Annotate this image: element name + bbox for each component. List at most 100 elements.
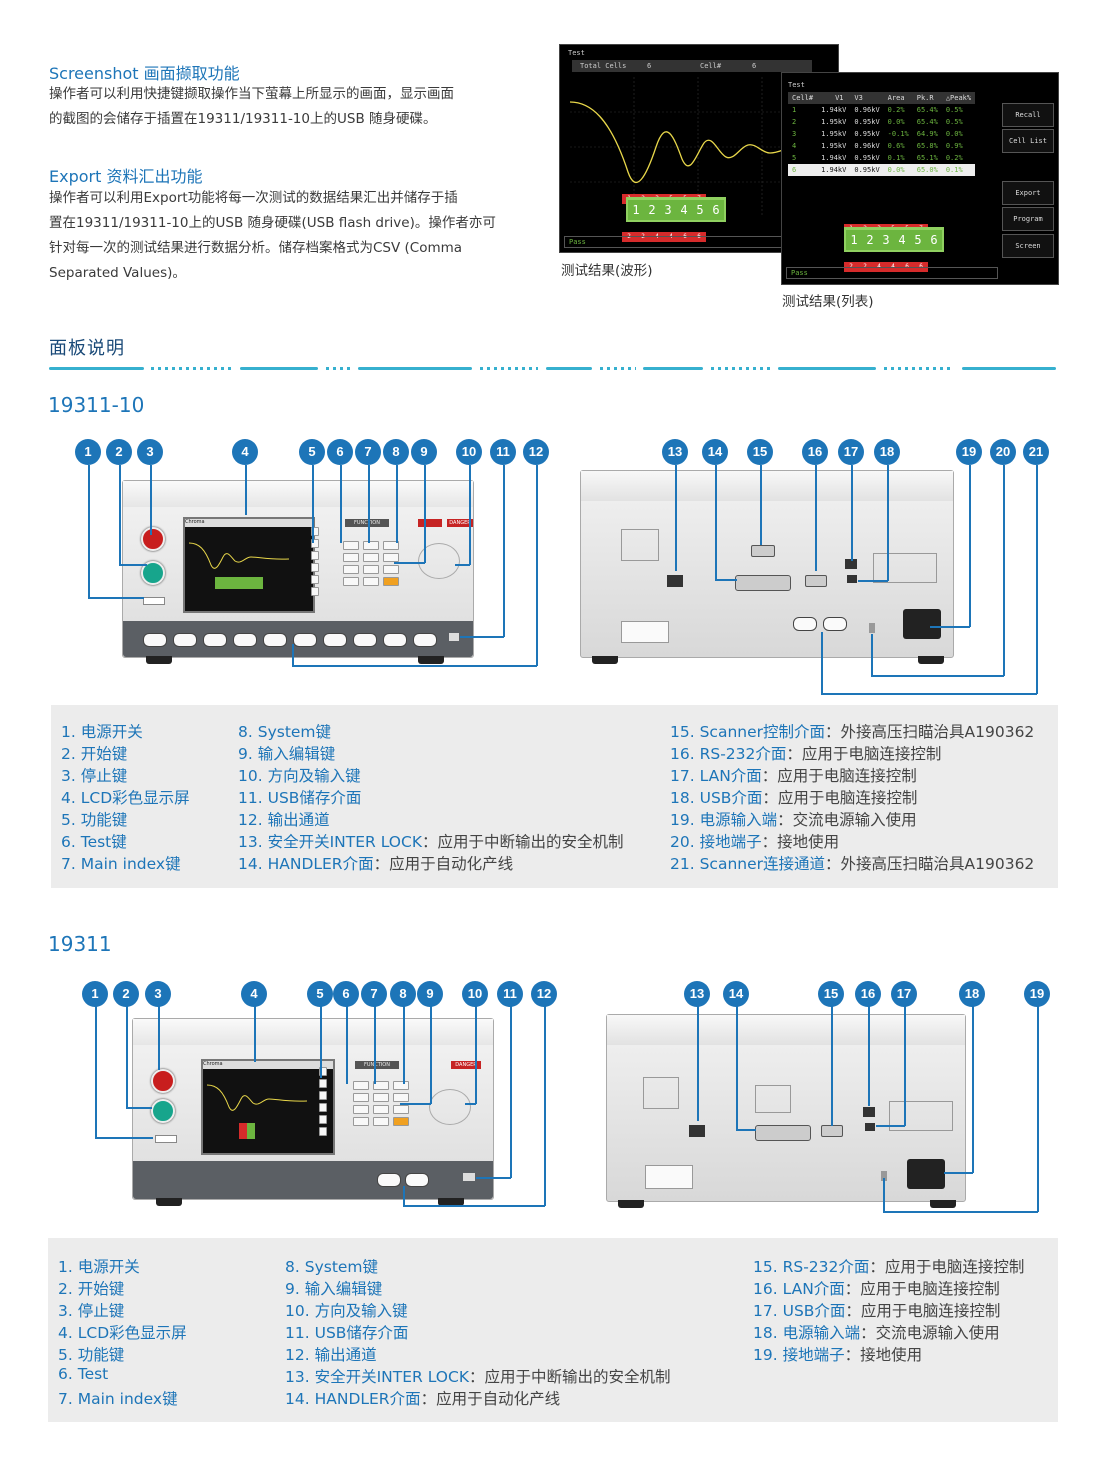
cell-number: 5 — [692, 200, 708, 220]
table-header: Cell# — [792, 94, 814, 102]
model-label — [621, 621, 669, 643]
divider-dots — [480, 367, 538, 370]
legend-item: 1. 电源开关 — [61, 723, 143, 741]
usb-port[interactable] — [449, 633, 459, 641]
screen-title: Test — [568, 49, 585, 57]
table-header: Area — [887, 94, 905, 102]
export-line: 操作者可以利用Export功能将每一次测试的数据结果汇出并储存于插 — [49, 190, 458, 206]
rs232-port[interactable] — [821, 1125, 843, 1137]
stop-button[interactable] — [151, 1069, 175, 1093]
start-button[interactable] — [151, 1099, 175, 1123]
recall-button[interactable]: Recall — [1002, 103, 1054, 127]
legend-item: 17. LAN介面：应用于电脑连接控制 — [670, 767, 917, 785]
power-inlet[interactable] — [907, 1159, 945, 1189]
cell-value: 6 — [752, 62, 757, 70]
handler-port[interactable] — [735, 575, 791, 591]
screen-button[interactable]: Screen — [1002, 234, 1054, 258]
cell-number: 5 — [910, 230, 926, 250]
callout-marker: 10 — [462, 981, 488, 1007]
legend-item: 18. USB介面：应用于电脑连接控制 — [670, 789, 918, 807]
cell-number: 4 — [676, 200, 692, 220]
callout-marker: 16 — [802, 439, 828, 465]
lan-port[interactable] — [863, 1107, 875, 1117]
callout-marker: 16 — [855, 981, 881, 1007]
table-cell: 1.95kV — [821, 130, 847, 138]
system-key[interactable] — [393, 1081, 409, 1090]
callout-marker: 14 — [702, 439, 728, 465]
screenshot-line: 操作者可以利用快捷键撷取操作当下萤幕上所显示的画面，显示画面 — [49, 86, 454, 102]
scanner-control-port[interactable] — [751, 545, 775, 557]
legend-item: 17. USB介面：应用于电脑连接控制 — [753, 1302, 1001, 1320]
legend-item: 11. USB储存介面 — [238, 789, 362, 807]
test-key[interactable] — [353, 1081, 369, 1090]
interlock-port[interactable] — [667, 575, 683, 587]
power-switch[interactable] — [143, 597, 165, 605]
rear-panel-19311 — [606, 1014, 966, 1202]
lcd-waveform — [189, 542, 289, 569]
divider-dots — [151, 367, 231, 370]
legend-item: 19. 接地端子：接地使用 — [753, 1346, 923, 1364]
main-index-key[interactable] — [363, 541, 379, 550]
table-cell: 4 — [792, 142, 797, 150]
table-cell: 2 — [792, 118, 797, 126]
model-label — [645, 1165, 693, 1189]
export-button[interactable]: Export — [1002, 181, 1054, 205]
device-top — [607, 1015, 965, 1045]
test-key[interactable] — [343, 541, 359, 550]
divider-dash — [643, 367, 703, 370]
legend-item: 7. Main index键 — [58, 1390, 178, 1408]
function-keys[interactable] — [319, 1067, 327, 1137]
callout-marker: 6 — [327, 439, 353, 465]
table-cell: 65.8% — [916, 142, 938, 150]
lcd-screen: Chroma — [183, 517, 315, 613]
ground-terminal[interactable] — [881, 1171, 887, 1181]
main-index-key[interactable] — [373, 1081, 389, 1090]
callout-marker: 4 — [241, 981, 267, 1007]
table-cell: -0.1% — [887, 130, 909, 138]
program-button[interactable]: Program — [1002, 207, 1054, 231]
table-cell: 0.9% — [945, 142, 963, 150]
arrow-keys[interactable] — [429, 1089, 471, 1125]
blank-plate — [755, 1085, 791, 1113]
front-panel-19311-10: Chroma FUNCTION DANGER — [122, 480, 474, 658]
lcd-waveform — [207, 1084, 307, 1111]
export-line: 置在19311/19311-10上的USB 随身硬碟(USB flash dri… — [49, 215, 496, 231]
system-key[interactable] — [383, 541, 399, 550]
handler-port[interactable] — [755, 1125, 811, 1141]
device-top — [133, 1019, 493, 1045]
stop-button[interactable] — [141, 527, 165, 551]
cell-list-button[interactable]: Cell List — [1002, 129, 1054, 153]
table-cell: 65.4% — [916, 118, 938, 126]
usb-port[interactable] — [463, 1173, 475, 1181]
power-inlet[interactable] — [903, 609, 941, 639]
legend-19311: 1. 电源开关 2. 开始键 3. 停止键 4. LCD彩色显示屏 5. 功能键… — [48, 1238, 1058, 1422]
interlock-port[interactable] — [689, 1125, 705, 1137]
legend-item: 9. 输入编辑键 — [238, 745, 336, 763]
total-cells-label: Total Cells — [580, 62, 627, 70]
device-top — [581, 471, 953, 501]
table-cell: 0.1% — [945, 166, 963, 174]
function-keys[interactable] — [311, 527, 319, 597]
power-switch[interactable] — [155, 1135, 177, 1143]
callout-marker: 9 — [411, 439, 437, 465]
usb-b-port[interactable] — [865, 1123, 875, 1131]
callout-marker: 4 — [232, 439, 258, 465]
table-cell: 0.95kV — [854, 154, 880, 162]
table-cell: 0.95kV — [854, 118, 880, 126]
usb-b-port[interactable] — [847, 575, 857, 583]
arrow-keys[interactable] — [418, 543, 460, 579]
callout-marker: 1 — [75, 439, 101, 465]
rs232-port[interactable] — [805, 575, 827, 587]
callout-marker: 20 — [990, 439, 1016, 465]
danger-label: DANGER — [451, 1061, 481, 1069]
table-cell: 0.2% — [887, 106, 905, 114]
table-cell: 0.0% — [945, 130, 963, 138]
legend-item: 7. Main index键 — [61, 855, 181, 873]
rear-panel-19311-10 — [580, 470, 954, 658]
ground-terminal[interactable] — [869, 623, 875, 633]
lan-port[interactable] — [845, 559, 857, 569]
legend-item: 6. Test键 — [61, 833, 127, 851]
divider-dash — [546, 367, 592, 370]
